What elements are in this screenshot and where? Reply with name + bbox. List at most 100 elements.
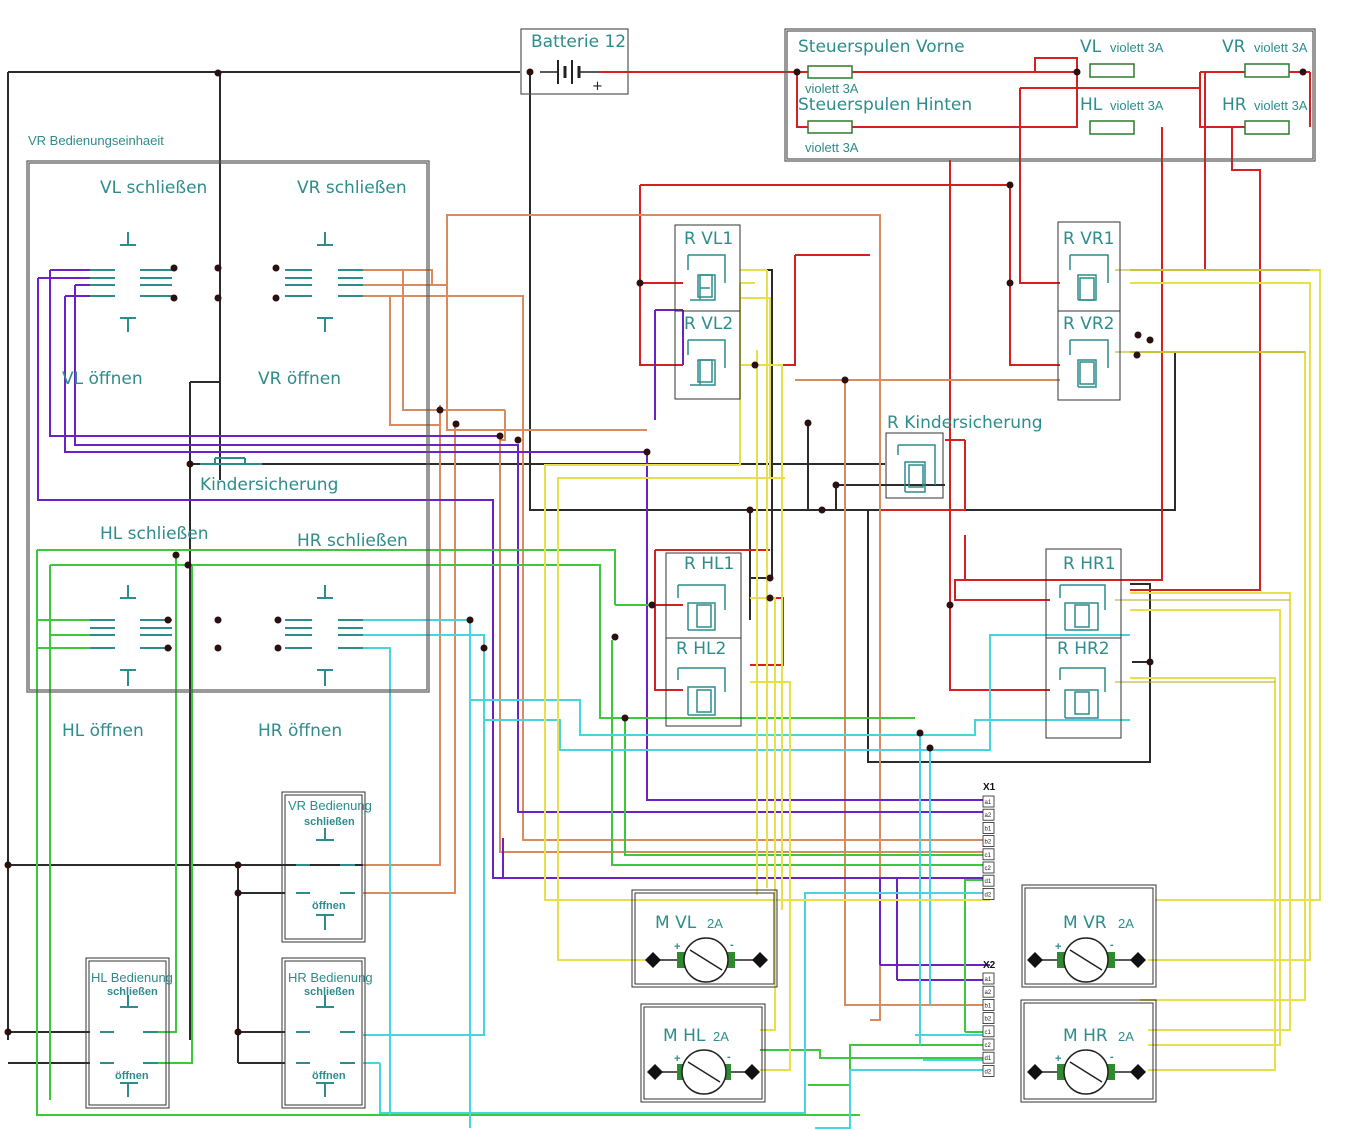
motor-vl-icon: [645, 937, 768, 983]
label-vr-close: VR schließen: [297, 178, 407, 198]
fuse-hl-rating: violett 3A: [1110, 98, 1164, 113]
junction-dot: [1134, 331, 1142, 339]
connector-x2-label: X2: [983, 960, 996, 971]
component-boxes: [26, 28, 1316, 1109]
connector-x2-pin-label: a1: [985, 977, 992, 983]
connector-x2-pin: [982, 1025, 995, 1038]
junction-dot: [751, 361, 759, 369]
junction-dot: [1006, 181, 1014, 189]
connector-x2-pin: [982, 1065, 995, 1077]
connector-x1-label: X1: [983, 782, 996, 793]
relay-hl1-label: R HL1: [684, 554, 734, 574]
connector-x1-pin-label: c2: [985, 866, 992, 872]
door-switches: [100, 828, 355, 1097]
junction-dot: [186, 460, 194, 468]
junction-dot: [480, 644, 488, 652]
label-vl-close: VL schließen: [100, 178, 207, 198]
connector-x1-pin: [982, 848, 995, 861]
connector-x2-pin: [982, 1051, 995, 1064]
door-vr-open: öffnen: [312, 900, 346, 912]
connector-x1-pin: [982, 861, 995, 874]
connector-x2-pin-label: a2: [985, 990, 992, 996]
junction-dot: [643, 448, 651, 456]
connector-x2-pin: [982, 1038, 995, 1051]
label-vl-open: VL öffnen: [62, 369, 143, 389]
connector-x2-pin: [982, 985, 995, 998]
fuse-vl-icon: [1089, 63, 1135, 78]
connector-x1-pin: [982, 835, 995, 847]
connector-x2-pin-label: d1: [985, 1056, 992, 1062]
junction-dot: [793, 68, 801, 76]
relay-hl2-box: [665, 637, 742, 727]
connector-x1-pin-label: a1: [985, 800, 992, 806]
control-unit-box: [26, 160, 430, 693]
relay-vr1-icon: [1069, 254, 1109, 301]
junction-dot: [1133, 351, 1141, 359]
fuses: [807, 63, 1290, 135]
motor-hl-box: [640, 1003, 766, 1103]
fuse-hr-icon: [1244, 120, 1290, 135]
junction-dot: [916, 729, 924, 737]
relay-child-box: [885, 432, 944, 499]
junction-dot: [514, 436, 522, 444]
motor-vr-box: [1021, 884, 1157, 988]
junction-dot: [804, 419, 812, 427]
label-hl-close: HL schließen: [100, 524, 208, 544]
motor-vl-minus: -: [730, 939, 734, 951]
connector-x1-pin-label: d1: [985, 879, 992, 885]
motor-vr-plus: +: [1055, 941, 1061, 953]
connector-x1-pin-label: a2: [985, 813, 992, 819]
junction-dot: [1299, 68, 1307, 76]
fuse-vl-name: VL: [1080, 37, 1102, 57]
junction-dot: [1146, 658, 1154, 666]
junction-dot: [214, 616, 222, 624]
junction-dot: [184, 561, 192, 569]
junction-dot: [926, 744, 934, 752]
fuse-hr-name: HR: [1222, 95, 1247, 115]
junction-dot: [170, 294, 178, 302]
connector-x1-pin-label: c1: [985, 853, 992, 859]
junction-dot: [274, 616, 282, 624]
relay-vl2-box: [674, 310, 741, 400]
fuse-front-title: Steuerspulen Vorne: [798, 37, 965, 57]
connector-x1-pin: [982, 888, 995, 900]
fuse-hl-name: HL: [1080, 95, 1103, 115]
motor-hl-plus: +: [674, 1053, 680, 1065]
junction-dot: [466, 616, 474, 624]
relay-hr2-box: [1045, 637, 1122, 739]
motor-vr-rating: 2A: [1118, 916, 1134, 931]
junction-dot: [214, 294, 222, 302]
door-hl-close: schließen: [107, 986, 158, 998]
battery-symbol: [540, 60, 600, 84]
junction-dot: [746, 506, 754, 514]
battery-box: [520, 28, 629, 95]
relay-vl1-icon: [687, 254, 726, 301]
connector-x2-pin-label: c2: [985, 1043, 992, 1049]
label-child-lock: Kindersicherung: [200, 475, 338, 495]
junction-dot: [234, 889, 242, 897]
relay-vr1-label: R VR1: [1063, 229, 1114, 249]
motor-hl-name: M HL: [663, 1026, 706, 1046]
relay-vr2-icon: [1069, 339, 1109, 388]
motor-hl-icon: [647, 1049, 760, 1095]
connector-x2-pin-label: d2: [985, 1069, 992, 1075]
door-hl-open: öffnen: [115, 1070, 149, 1082]
junction-dot: [214, 644, 222, 652]
motor-hr-rating: 2A: [1118, 1029, 1134, 1044]
connector-x2-pin: [982, 999, 995, 1011]
junction-dot: [841, 376, 849, 384]
junction-dot: [648, 601, 656, 609]
connector-x1-pin: [982, 808, 995, 821]
junction-dot: [496, 432, 504, 440]
connector-x2-pin-label: b1: [985, 1003, 992, 1009]
label-hr-close: HR schließen: [297, 531, 408, 551]
connector-x2-pin-label: b2: [985, 1017, 992, 1023]
junction-dot: [621, 714, 629, 722]
motor-hr-name: M HR: [1063, 1026, 1108, 1046]
motor-vr-minus: -: [1110, 939, 1114, 951]
connector-x1-pin: [982, 795, 995, 808]
motor-vr-name: M VR: [1063, 913, 1107, 933]
junction-dot: [1073, 68, 1081, 76]
connector-x1-pin: [982, 822, 995, 834]
fuse-rear-title: Steuerspulen Hinten: [798, 95, 972, 115]
